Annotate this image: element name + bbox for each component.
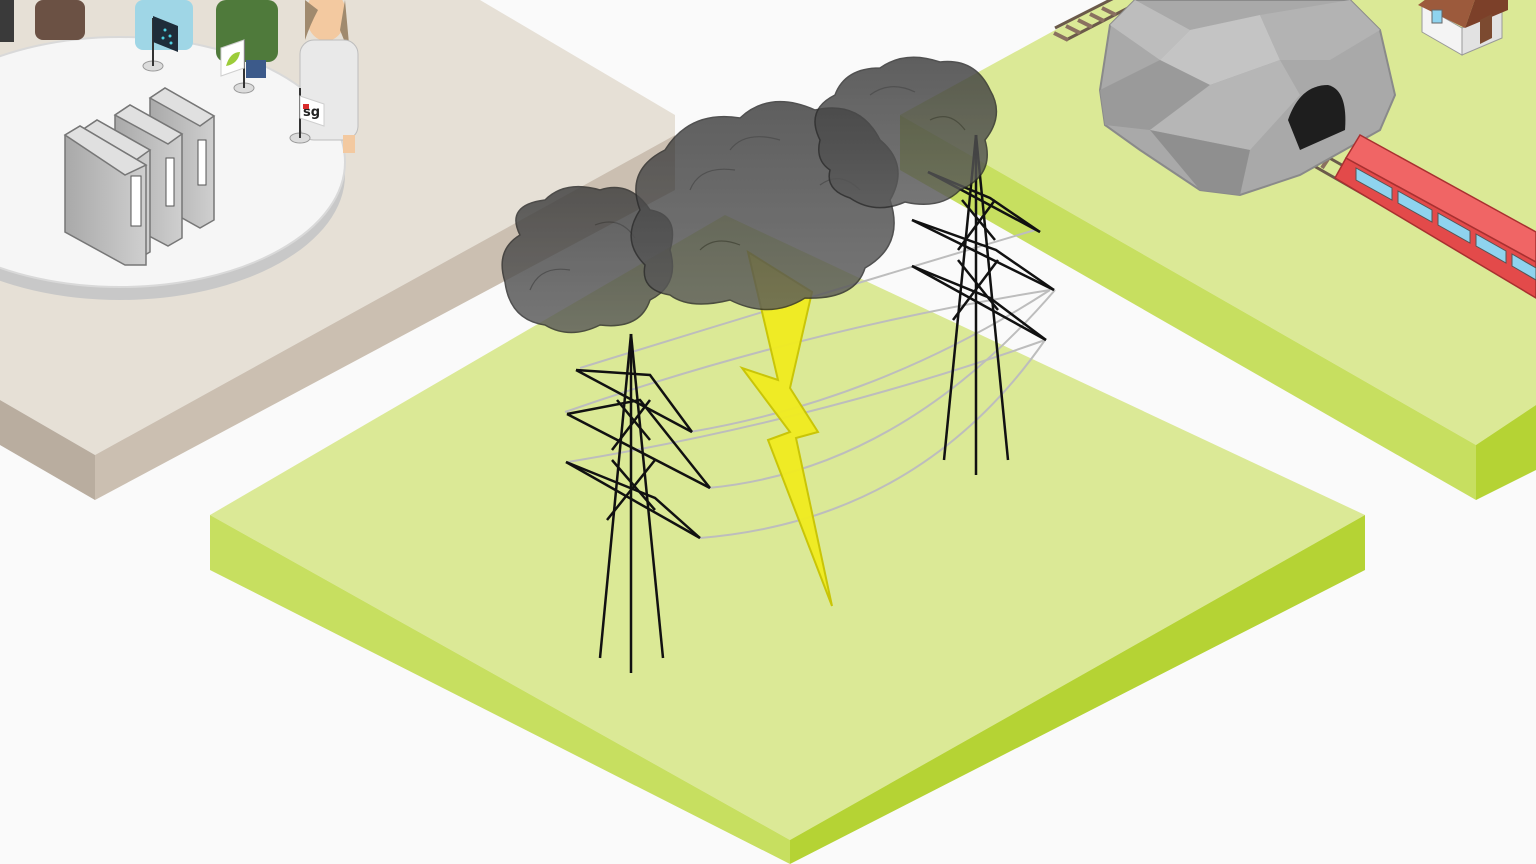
meadow-platform xyxy=(210,215,1365,864)
binder-icon xyxy=(63,87,216,266)
flag-leaf xyxy=(220,39,255,94)
cloud-icon xyxy=(814,56,998,209)
tunnel-icon xyxy=(1098,0,1397,197)
pylon-icon xyxy=(911,134,1055,475)
pylon-icon xyxy=(565,333,711,673)
flag-sg: sg xyxy=(289,88,325,144)
train-icon xyxy=(1333,133,1536,299)
flag-stars xyxy=(142,16,178,72)
house-icon xyxy=(1418,0,1508,56)
lightning-icon xyxy=(739,249,833,607)
